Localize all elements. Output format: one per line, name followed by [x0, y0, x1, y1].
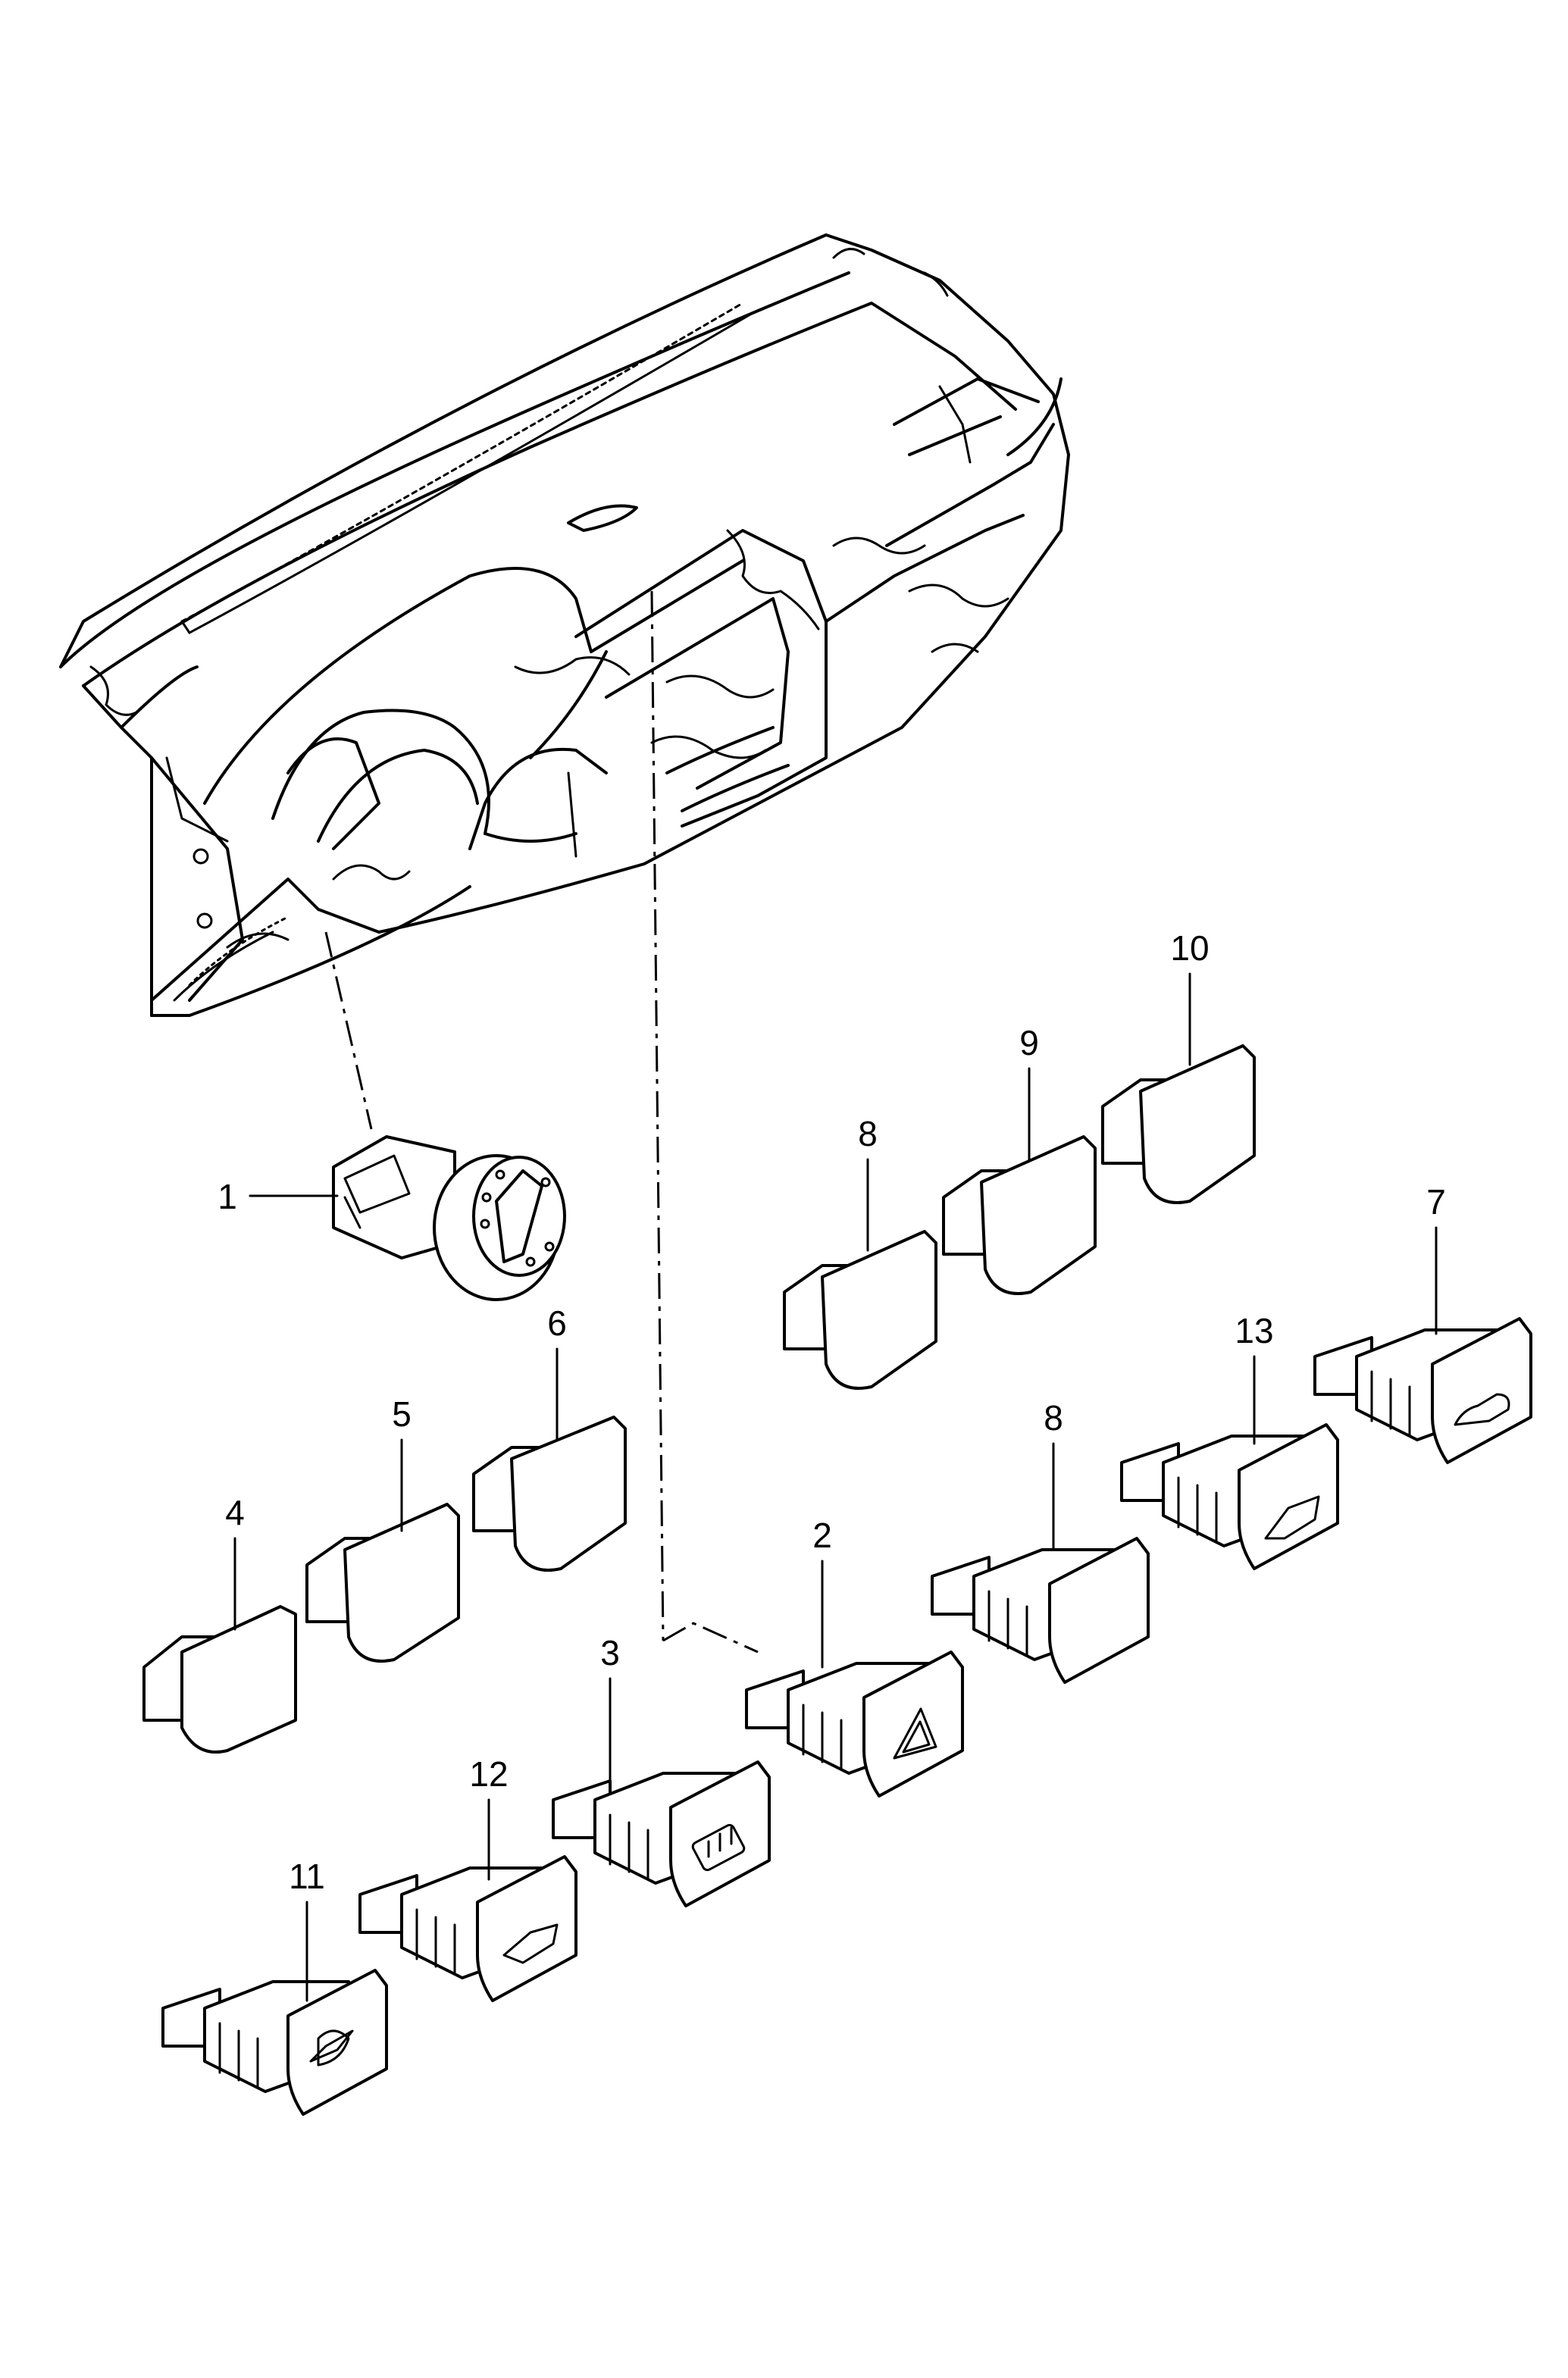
callout-9: 9 — [1019, 1023, 1039, 1062]
callout-2: 2 — [812, 1516, 832, 1555]
callout-13: 13 — [1235, 1311, 1273, 1350]
part-13-rear-lid-switch — [1120, 1423, 1339, 1570]
part-6-blank-switch — [472, 1416, 627, 1572]
callout-6: 6 — [547, 1303, 567, 1343]
part-2-hazard-switch — [745, 1651, 964, 1798]
callout-5: 5 — [392, 1394, 412, 1434]
part-12-rear-lid-switch — [358, 1855, 577, 2002]
dashboard-panel — [59, 233, 1070, 1017]
callout-1: 1 — [218, 1177, 237, 1216]
callout-leaders — [233, 972, 1438, 2002]
part-8-switch-body — [931, 1537, 1150, 1684]
part-9-blank-switch — [942, 1135, 1097, 1295]
part-11-fuel-flap-switch — [161, 1969, 388, 2116]
callout-3: 3 — [600, 1633, 620, 1672]
part-4-blank-switch — [142, 1605, 297, 1754]
leader-lines — [324, 590, 759, 1654]
part-7-rear-lid-switch — [1313, 1317, 1532, 1464]
callout-10: 10 — [1170, 928, 1209, 968]
callout-11: 11 — [289, 1857, 325, 1896]
callout-7: 7 — [1426, 1182, 1446, 1222]
part-3-rear-defrost-switch — [552, 1760, 771, 1907]
part-5-blank-switch — [305, 1503, 460, 1663]
callout-12: 12 — [469, 1754, 508, 1794]
callout-8-lower: 8 — [1044, 1398, 1063, 1438]
callout-labels: 1 4 5 6 8 9 10 7 13 8 2 3 12 11 — [218, 928, 1446, 1896]
part-10-blank-switch — [1101, 1044, 1256, 1204]
callout-8-upper: 8 — [858, 1114, 878, 1153]
callout-4: 4 — [225, 1493, 245, 1532]
part-8-blank-switch — [783, 1230, 937, 1390]
part-1-light-switch — [332, 1135, 566, 1301]
